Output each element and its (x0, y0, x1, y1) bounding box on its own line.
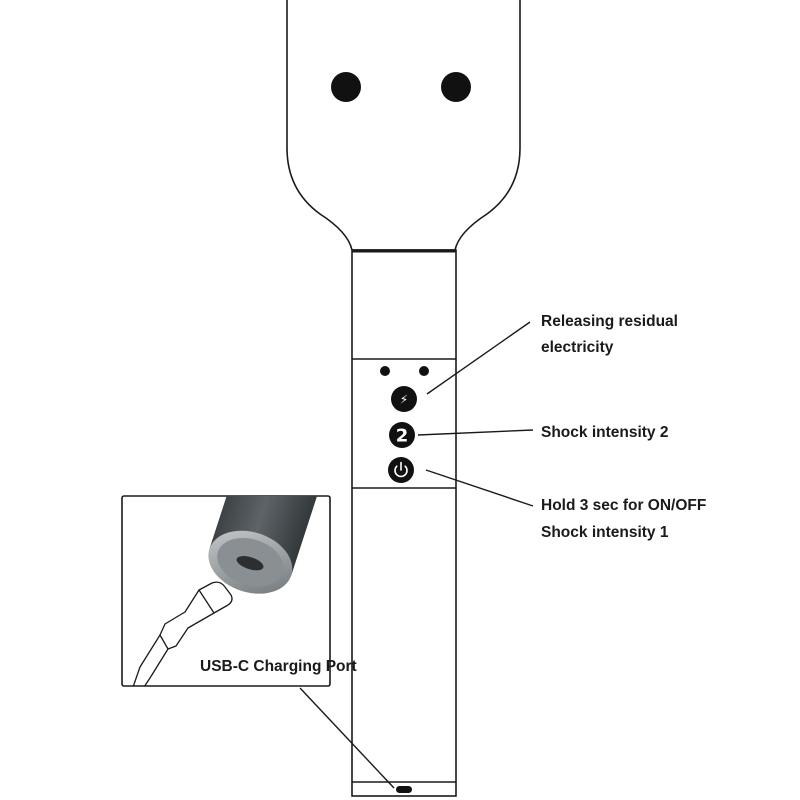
callout-discharge: Releasing residual electricity (541, 313, 678, 356)
power-icon (394, 461, 408, 478)
callout-usb-port-text: USB-C Charging Port (200, 658, 357, 675)
usb-c-cable-icon (131, 581, 233, 686)
left-electrode (331, 72, 361, 102)
callout-intensity2: Shock intensity 2 (541, 424, 668, 441)
callout-power-line1: Hold 3 sec for ON/OFF (541, 497, 706, 514)
callout-discharge-line1: Releasing residual (541, 313, 678, 330)
callout-power-line2: Shock intensity 1 (541, 524, 669, 541)
usb-port-inset: USB-C Charging Port (121, 495, 357, 687)
intensity2-leader (417, 429, 534, 436)
usb-c-port-opening (236, 556, 264, 571)
handle-body (351, 249, 457, 797)
shock-intensity-2-button[interactable]: 2 (389, 422, 415, 448)
right-electrode (441, 72, 471, 102)
paddle-outline (286, 0, 521, 251)
leader-lines (299, 321, 534, 789)
power-button[interactable] (388, 457, 414, 483)
indicator-led-right (419, 366, 429, 376)
usb-port-leader (299, 687, 395, 789)
power-leader (425, 469, 534, 507)
usb-c-port-slot (396, 786, 412, 793)
handle (351, 249, 457, 797)
callout-intensity2-text: Shock intensity 2 (541, 424, 668, 441)
discharge-button[interactable]: ⚡ (391, 386, 417, 412)
callout-discharge-line2: electricity (541, 339, 614, 356)
callout-power: Hold 3 sec for ON/OFF Shock intensity 1 (541, 497, 706, 541)
discharge-leader (426, 321, 531, 395)
number-two-icon: 2 (396, 426, 409, 447)
paddle-head (286, 0, 521, 251)
lightning-icon: ⚡ (400, 393, 408, 407)
indicator-led-left (380, 366, 390, 376)
handle-bottom-cap (208, 496, 320, 594)
